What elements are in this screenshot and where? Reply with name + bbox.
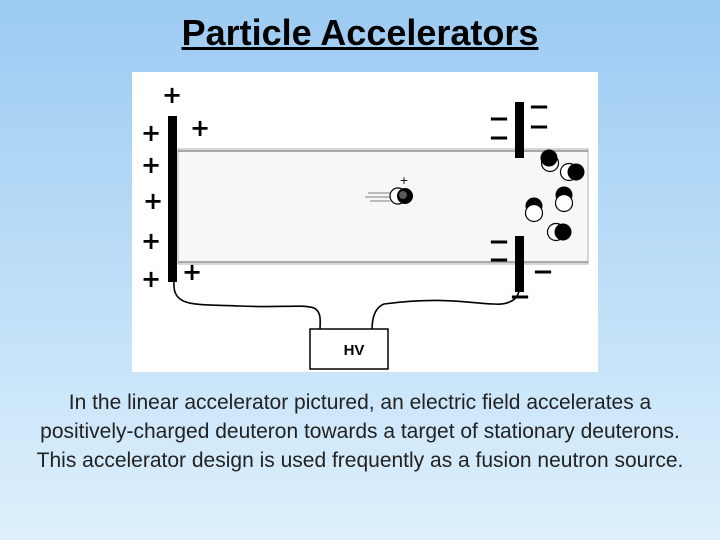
target-deuteron: [540, 149, 560, 173]
wire-negative: [371, 289, 520, 331]
target-deuteron: [546, 222, 572, 242]
slide-title: Particle Accelerators: [181, 12, 539, 53]
deuteron-charge: +: [399, 174, 408, 187]
minus-sign: −: [488, 227, 510, 257]
slide-caption: In the linear accelerator pictured, an e…: [36, 391, 684, 472]
plus-sign: +: [141, 227, 161, 255]
plus-sign: +: [141, 265, 161, 293]
minus-sign: −: [488, 123, 510, 153]
target-deuteron: [554, 186, 574, 213]
target-deuteron: [524, 197, 544, 223]
wire-positive: [173, 280, 322, 331]
linear-accelerator-diagram: + + + + + + + + − − − − − − − − +: [132, 72, 598, 372]
plus-sign: +: [182, 258, 202, 286]
plus-sign: +: [141, 151, 161, 179]
minus-sign: −: [488, 104, 510, 134]
minus-sign: −: [488, 245, 510, 275]
plus-sign: +: [141, 119, 161, 147]
hv-label: HV: [344, 342, 365, 359]
minus-sign: −: [509, 282, 531, 312]
negative-electrode-bottom: [515, 236, 524, 292]
negative-electrode-top: [515, 102, 524, 158]
target-deuteron: [559, 162, 585, 182]
diagram-canvas: + + + + + + + + − − − − − − − − +: [141, 81, 589, 370]
moving-deuteron: [389, 187, 413, 205]
minus-sign: −: [532, 257, 554, 287]
positive-electrode: [168, 116, 177, 282]
hv-power-supply: [309, 328, 389, 370]
plus-sign: +: [143, 187, 163, 215]
plus-sign: +: [162, 81, 182, 109]
minus-sign: −: [528, 92, 550, 122]
minus-sign: −: [528, 112, 550, 142]
plus-sign: +: [190, 114, 210, 142]
